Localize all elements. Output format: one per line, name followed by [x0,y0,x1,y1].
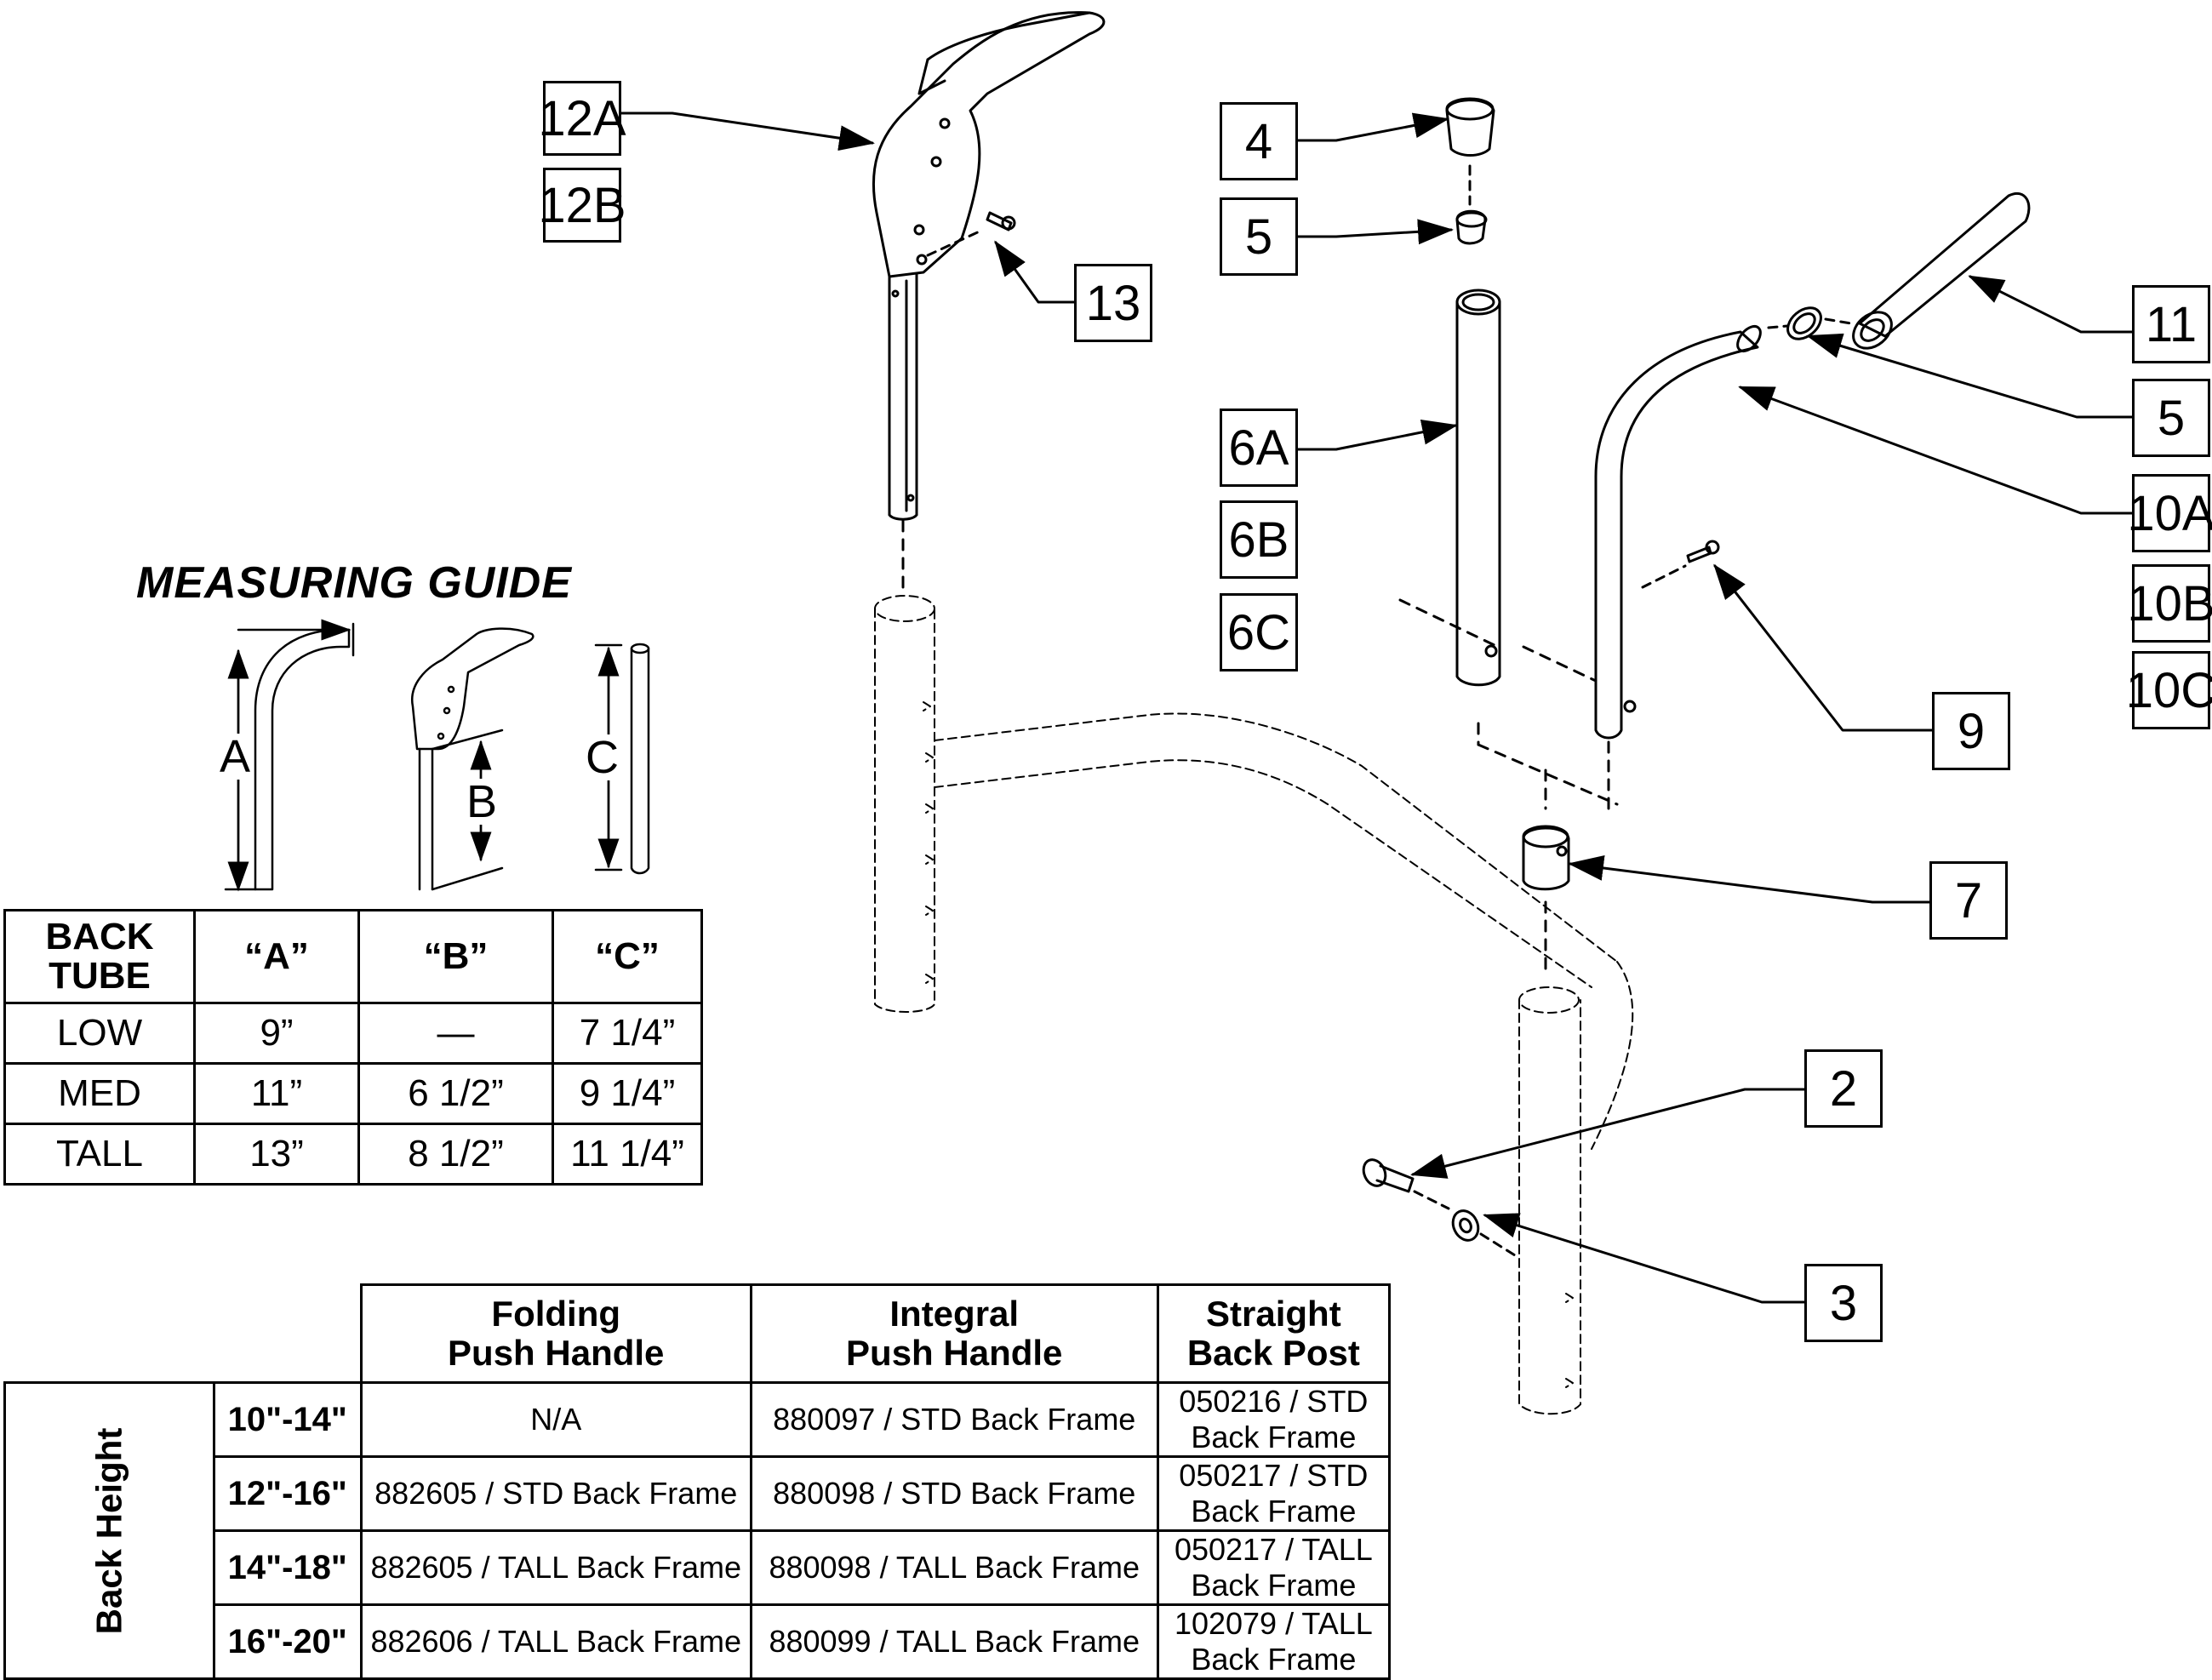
callout-12b: 12B [538,168,626,243]
measure-header-c: “C” [552,909,703,1004]
callout-6a: 6A [1220,409,1298,487]
parts-row-10-14: Back Height 10"-14" N/A 880097 / STD Bac… [3,1381,1392,1680]
parts-range: 14"-18" [212,1529,363,1606]
measure-cell: TALL [3,1123,196,1186]
measure-cell: 8 1/2” [357,1123,554,1186]
ghost-back-frame [874,595,1634,1415]
bolt-and-washer-part [1362,1158,1480,1242]
callout-6c: 6C [1220,593,1298,671]
measure-cell: 7 1/4” [552,1002,703,1065]
measure-cell: 9” [193,1002,360,1065]
measure-header-back-tube: BACK TUBE [3,909,196,1004]
measure-header-b: “B” [357,909,554,1004]
callout-3: 3 [1804,1264,1883,1342]
callout-11: 11 [2132,285,2210,363]
parts-header-straight-line2: Back Post [1186,1333,1360,1373]
callout-13: 13 [1074,264,1152,342]
callout-10b: 10B [2127,564,2212,643]
parts-header-integral: Integral Push Handle [749,1283,1159,1384]
measure-header-row: BACK TUBE “A” “B” “C” [3,909,703,1004]
parts-range: 16"-20" [212,1603,363,1680]
callout-9: 9 [1932,692,2010,770]
folding-push-handle-part [872,11,1106,521]
parts-cell: 050217 / TALL Back Frame [1156,1529,1392,1606]
parts-header-folding-line2: Push Handle [448,1333,665,1373]
parts-cell: 050217 / STD Back Frame [1156,1455,1392,1532]
callout-5-top: 5 [1220,197,1298,276]
parts-header-integral-line2: Push Handle [846,1333,1063,1373]
measuring-guide-title: MEASURING GUIDE [136,558,572,608]
measure-row-low: LOW 9” — 7 1/4” [3,1002,703,1065]
parts-range: 10"-14" [212,1381,363,1458]
screw-13-part [986,211,1016,231]
callout-12a: 12A [538,81,626,156]
measure-cell: 6 1/2” [357,1062,554,1125]
straight-back-post-part [1445,97,1501,687]
parts-cell: 880097 / STD Back Frame [749,1381,1159,1458]
callout-10c: 10C [2126,651,2212,729]
integral-push-handle-part [1594,191,2031,740]
parts-row-12-16: 12"-16" 882605 / STD Back Frame 880098 /… [5,1455,1392,1532]
dimension-b-label: B [466,776,498,827]
parts-header-straight-line1: Straight [1206,1293,1341,1334]
measure-row-tall: TALL 13” 8 1/2” 11 1/4” [3,1123,703,1186]
callout-10a: 10A [2127,474,2212,552]
measure-cell: MED [3,1062,196,1125]
measure-header-a: “A” [193,909,360,1004]
parts-range: 12"-16" [212,1455,363,1532]
callout-4: 4 [1220,102,1298,180]
parts-cell: 050216 / STD Back Frame [1156,1381,1392,1458]
exploded-parts-diagram [224,11,2134,1415]
measure-cell: 11 1/4” [552,1123,703,1186]
measuring-guide-table: BACK TUBE “A” “B” “C” LOW 9” — 7 1/4” ME… [3,909,703,1186]
callout-6b: 6B [1220,500,1298,579]
leader-lines [620,111,2134,1304]
measure-cell: 11” [193,1062,360,1125]
connector-7-part [1522,825,1570,891]
dimension-a-label: A [220,731,251,782]
measure-cell: 9 1/4” [552,1062,703,1125]
parts-header-integral-line1: Integral [889,1293,1020,1334]
measure-cell: 13” [193,1123,360,1186]
measure-row-med: MED 11” 6 1/2” 9 1/4” [3,1062,703,1125]
callout-7: 7 [1929,861,2008,940]
parts-header-folding: Folding Push Handle [359,1283,752,1384]
parts-header-folding-line1: Folding [491,1293,621,1334]
parts-header-blank [4,1284,363,1384]
dimension-c-label: C [586,732,619,783]
parts-cell: 880098 / STD Back Frame [749,1455,1159,1532]
back-frame-parts-table: Folding Push Handle Integral Push Handle… [3,1283,1392,1680]
parts-cell: 882605 / TALL Back Frame [359,1529,752,1606]
measure-cell: LOW [3,1002,196,1065]
parts-row-14-18: 14"-18" 882605 / TALL Back Frame 880098 … [5,1529,1392,1606]
parts-cell: N/A [359,1381,752,1458]
parts-header-straight: Straight Back Post [1156,1283,1392,1384]
measure-cell: — [357,1002,554,1065]
parts-header-row: Folding Push Handle Integral Push Handle… [4,1283,1392,1384]
parts-cell: 882606 / TALL Back Frame [359,1603,752,1680]
parts-cell: 882605 / STD Back Frame [359,1455,752,1532]
parts-cell: 102079 / TALL Back Frame [1156,1603,1392,1680]
back-height-row-label: Back Height [3,1381,215,1680]
back-height-label-text: Back Height [89,1427,129,1634]
callout-5-right: 5 [2132,379,2210,457]
measuring-guide-sketches [224,619,650,892]
parts-cell: 880098 / TALL Back Frame [749,1529,1159,1606]
parts-cell: 880099 / TALL Back Frame [749,1603,1159,1680]
callout-2: 2 [1804,1049,1883,1128]
